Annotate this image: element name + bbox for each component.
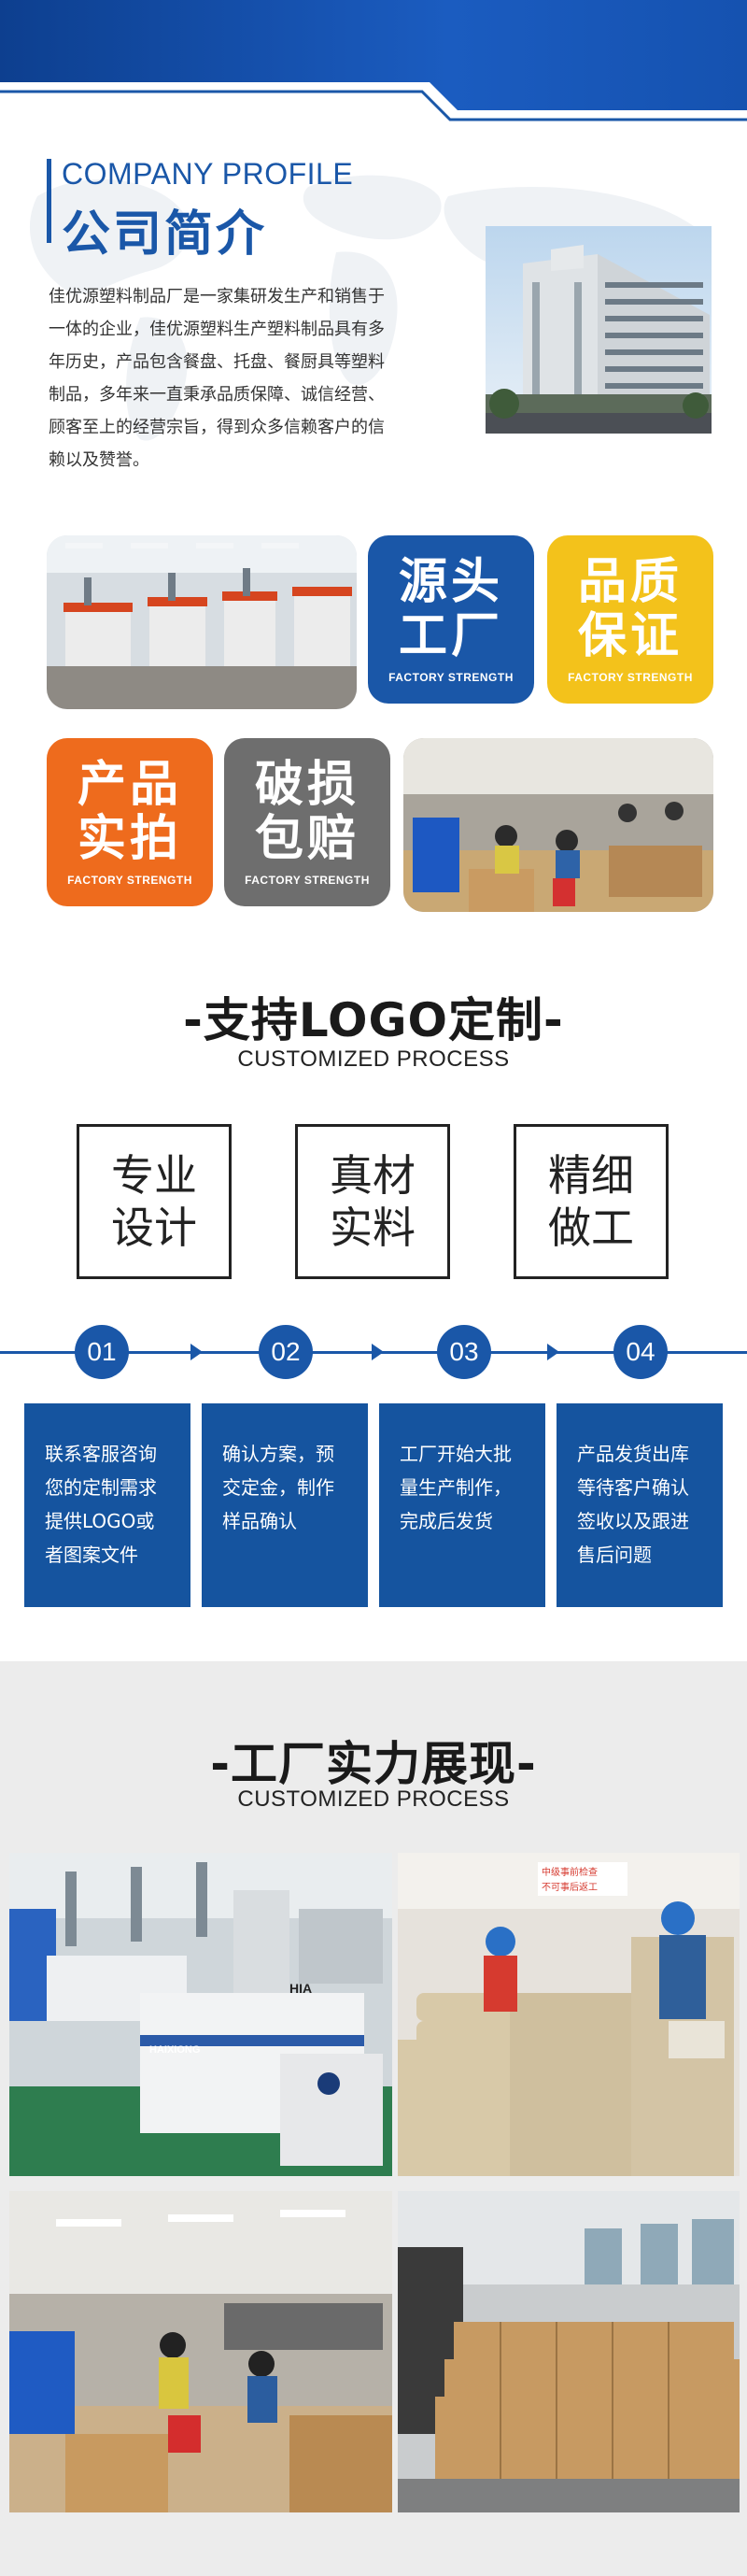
step-text-line: 提供LOGO或 — [45, 1510, 155, 1532]
description-line: 赖以及赞誉。 — [49, 450, 149, 470]
section-title-en: COMPANY PROFILE — [62, 157, 354, 191]
step-card-shipping: 产品发货出库 等待客户确认 签收以及跟进 售后问题 — [557, 1403, 723, 1607]
description-line: 顾客至上的经营宗旨，得到众多信赖客户的信 — [49, 418, 385, 437]
description-line: 年历史，产品包含餐盘、托盘、餐厨具等塑料 — [49, 352, 385, 372]
tile-title: 破损 — [254, 757, 359, 813]
warehouse-cartons-photo — [398, 2191, 740, 2512]
feature-line: 专业 — [111, 1150, 197, 1201]
packing-line-photo — [9, 2191, 392, 2512]
step-text-line: 完成后发货 — [400, 1510, 493, 1532]
feature-professional-design: 专业 设计 — [77, 1124, 232, 1279]
machine-brand-label: HAIXIONG — [149, 2044, 200, 2056]
step-text-line: 者图案文件 — [45, 1544, 138, 1566]
company-description: 佳优源塑料制品厂是一家集研发生产和销售于 一体的企业，佳优源塑料生产塑料制品具有… — [49, 280, 445, 477]
step-card-contact: 联系客服咨询 您的定制需求 提供LOGO或 者图案文件 — [24, 1403, 190, 1607]
feature-line: 设计 — [111, 1203, 197, 1253]
step-number-badge: 01 — [75, 1325, 129, 1379]
arrow-right-icon — [190, 1344, 203, 1360]
company-profile-section: COMPANY PROFILE 公司简介 佳优源塑料制品厂是一家集研发生产和销售… — [0, 140, 747, 523]
step-text-line: 联系客服咨询 — [45, 1443, 157, 1465]
feature-line: 精细 — [548, 1150, 634, 1201]
step-text-line: 产品发货出库 — [577, 1443, 689, 1465]
feature-line: 实料 — [330, 1203, 416, 1253]
feature-genuine-materials: 真材 实料 — [295, 1124, 450, 1279]
step-text-line: 您的定制需求 — [45, 1476, 157, 1499]
step-text-line: 售后问题 — [577, 1544, 652, 1566]
description-line: 佳优源塑料制品厂是一家集研发生产和销售于 — [49, 287, 385, 306]
top-banner — [0, 0, 747, 140]
tile-subtitle: FACTORY STRENGTH — [245, 874, 370, 887]
logo-section-title: -支持LOGO定制- — [183, 993, 564, 1047]
step-number-badge: 04 — [613, 1325, 668, 1379]
step-text-line: 样品确认 — [222, 1510, 297, 1532]
step-text-line: 工厂开始大批 — [400, 1443, 512, 1465]
tile-source-factory: 源头 工厂 FACTORY STRENGTH — [368, 535, 534, 704]
step-card-confirm-plan: 确认方案，预 交定金，制作 样品确认 — [202, 1403, 368, 1607]
tile-title: 包赔 — [254, 811, 359, 867]
feature-line: 做工 — [548, 1203, 634, 1253]
feature-line: 真材 — [330, 1150, 416, 1201]
step-card-mass-production: 工厂开始大批 量生产制作， 完成后发货 — [379, 1403, 545, 1607]
arrow-right-icon — [372, 1344, 384, 1360]
strength-section-title: -工厂实力展现- — [210, 1737, 537, 1791]
injection-workshop-photo — [47, 535, 357, 709]
packing-workshop-photo — [403, 738, 713, 912]
workshop-sign-line: 不可事后返工 — [542, 1881, 598, 1893]
step-text-line: 交定金，制作 — [222, 1476, 334, 1499]
step-text-line: 等待客户确认 — [577, 1476, 689, 1499]
tile-title: 保证 — [577, 608, 683, 664]
factory-building-photo — [486, 226, 712, 434]
step-number-badge: 02 — [259, 1325, 313, 1379]
section-title-cn: 公司简介 — [62, 206, 268, 263]
tile-subtitle: FACTORY STRENGTH — [388, 671, 514, 684]
tile-quality-guarantee: 品质 保证 FACTORY STRENGTH — [547, 535, 713, 704]
step-text-line: 量生产制作， — [400, 1476, 512, 1499]
logo-section-subtitle: CUSTOMIZED PROCESS — [237, 1046, 510, 1072]
step-text-line: 签收以及跟进 — [577, 1510, 689, 1532]
tile-title: 品质 — [577, 554, 683, 610]
tile-subtitle: FACTORY STRENGTH — [67, 874, 192, 887]
tile-damage-compensation: 破损 包赔 FACTORY STRENGTH — [224, 738, 390, 906]
injection-machines-photo: HAIXIONG HIA — [9, 1853, 392, 2176]
strength-section-subtitle: CUSTOMIZED PROCESS — [237, 1786, 510, 1812]
step-text-line: 确认方案，预 — [222, 1443, 334, 1465]
description-line: 一体的企业，佳优源塑料生产塑料制品具有多 — [49, 320, 385, 339]
tile-product-photos: 产品 实拍 FACTORY STRENGTH — [47, 738, 213, 906]
tile-subtitle: FACTORY STRENGTH — [568, 671, 693, 684]
machine-panel-label: HIA — [289, 1981, 312, 1996]
workshop-sign-line: 中级事前检查 — [542, 1866, 598, 1878]
tile-title: 实拍 — [77, 811, 182, 867]
tile-title: 工厂 — [398, 608, 503, 664]
arrow-right-icon — [547, 1344, 559, 1360]
description-line: 制品，多年来一直秉承品质保障、诚信经营、 — [49, 385, 385, 405]
step-number-badge: 03 — [437, 1325, 491, 1379]
tile-title: 产品 — [77, 757, 182, 813]
tile-title: 源头 — [398, 554, 503, 610]
tray-production-photo: 中级事前检查 不可事后返工 — [398, 1853, 740, 2176]
feature-fine-workmanship: 精细 做工 — [514, 1124, 669, 1279]
title-accent-bar — [47, 159, 51, 243]
